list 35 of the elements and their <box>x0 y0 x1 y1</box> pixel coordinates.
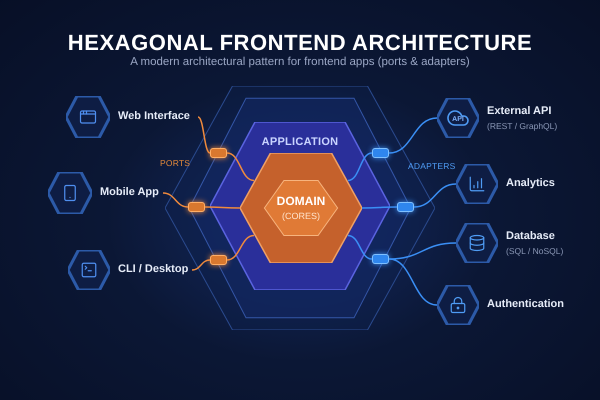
connector-line <box>205 206 240 209</box>
connector-line <box>348 152 372 182</box>
side-label: PORTS <box>160 157 190 170</box>
connector-line <box>192 259 210 271</box>
title: HEXAGONAL FRONTEND ARCHITECTURE <box>66 29 534 56</box>
port-connector <box>210 148 227 158</box>
layer-title: APPLICATION <box>260 135 340 150</box>
node-title: CLI / Desktop <box>118 263 188 277</box>
core-subtitle: (CORES) <box>282 210 320 224</box>
port-connector <box>188 202 205 212</box>
adapter-connector <box>372 254 389 264</box>
connector-line <box>162 192 188 208</box>
node-title: Web Interface <box>118 110 190 124</box>
port-connector <box>210 255 227 265</box>
connector-line <box>348 234 372 260</box>
adapter-connector <box>397 202 414 212</box>
node-title: Mobile App <box>100 186 159 200</box>
side-label: ADAPTERS <box>408 160 456 173</box>
node-title: Authentication <box>487 298 564 312</box>
connector-line <box>226 234 254 261</box>
adapter-connector <box>372 148 389 158</box>
subtitle: A modern architectural pattern for frontend apps (ports & adapters) <box>129 55 471 70</box>
connector-line <box>388 242 456 260</box>
connector-line <box>362 206 397 209</box>
node-subtitle: (REST / GraphQL) <box>487 120 558 132</box>
node-subtitle: (SQL / NoSQL) <box>506 246 564 256</box>
connector-line <box>414 183 456 208</box>
connector-line <box>388 258 438 306</box>
node-title: External API <box>487 104 552 119</box>
core-title: DOMAIN <box>276 193 326 210</box>
connector-line <box>198 116 210 154</box>
connector-line <box>226 152 254 182</box>
connector-line <box>388 117 438 154</box>
node-title: Analytics <box>506 177 555 191</box>
node-title: Database <box>506 230 556 244</box>
